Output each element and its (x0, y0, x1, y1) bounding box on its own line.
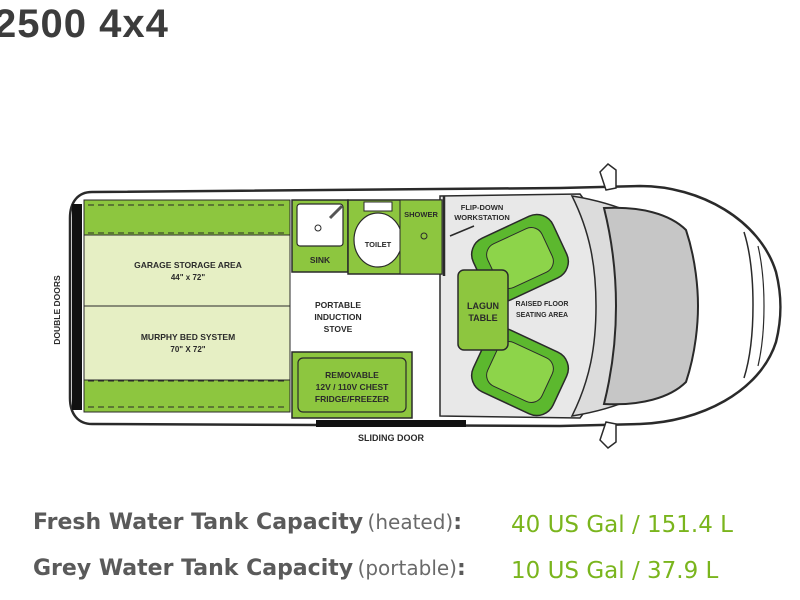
stove-label: PORTABLE INDUCTION STOVE (314, 300, 361, 334)
fridge-label-line: REMOVABLE (325, 370, 379, 380)
spec-colon: : (456, 556, 466, 581)
garage-green-top (83, 199, 291, 236)
table-label-line: LAGUN (467, 301, 499, 311)
mirror-bottom (599, 421, 617, 449)
spec-name: Fresh Water Tank Capacity (33, 510, 364, 535)
workstation-label-line: WORKSTATION (454, 213, 510, 222)
seating-label: RAISED FLOOR SEATING AREA (516, 301, 569, 319)
table-label: LAGUN TABLE (467, 301, 499, 323)
sliding-door (316, 420, 466, 427)
fridge-label-line: 12V / 110V CHEST (316, 382, 390, 392)
fridge-lid (297, 357, 407, 413)
murphy-label-size: 70" X 72" (170, 345, 205, 354)
fridge-label-line: FRIDGE/FREEZER (315, 394, 389, 404)
toilet-label: TOILET (365, 240, 392, 249)
fridge-label: REMOVABLE 12V / 110V CHEST FRIDGE/FREEZE… (315, 370, 389, 404)
murphy-label: MURPHY BED SYSTEM 70" X 72" (141, 332, 235, 354)
lagun-table (457, 269, 509, 351)
windshield (602, 206, 700, 406)
table-label-line: TABLE (468, 313, 497, 323)
mirror-top (599, 163, 617, 191)
seating-label-line: SEATING AREA (516, 312, 568, 319)
double-doors-label: DOUBLE DOORS (52, 275, 62, 345)
murphy-label-line: MURPHY BED SYSTEM (141, 332, 235, 342)
garage-label: GARAGE STORAGE AREA 44" x 72" (134, 260, 242, 282)
stove-label-line: PORTABLE (315, 300, 361, 310)
grey-water-spec: Grey Water Tank Capacity (portable): 10 … (33, 556, 718, 584)
workstation-panel (449, 225, 475, 237)
spec-qualifier: (portable) (357, 556, 457, 580)
van-floorplan: GARAGE STORAGE AREA 44" x 72" MURPHY BED… (52, 163, 782, 449)
hood-line-inner (757, 245, 765, 367)
seating-label-line: RAISED FLOOR (516, 301, 569, 308)
sink-drain (314, 224, 322, 232)
shower-label: SHOWER (404, 210, 438, 219)
spec-qualifier: (heated) (367, 510, 454, 534)
hood-line (743, 231, 754, 379)
shower-drain (420, 232, 428, 240)
spec-value: 10 US Gal / 37.9 L (511, 558, 719, 584)
sink-label: SINK (310, 255, 331, 265)
spec-colon: : (453, 510, 463, 535)
garage-label-size: 44" x 72" (171, 273, 205, 282)
workstation-label-line: FLIP-DOWN (461, 203, 504, 212)
fresh-water-spec: Fresh Water Tank Capacity (heated): 40 U… (33, 510, 733, 538)
page-title: 2500 4x4 (0, 2, 169, 46)
garage-label-line: GARAGE STORAGE AREA (134, 260, 242, 270)
sliding-door-label: SLIDING DOOR (358, 433, 425, 443)
spec-value: 40 US Gal / 151.4 L (511, 512, 733, 538)
stove-label-line: INDUCTION (314, 312, 361, 322)
spec-name: Grey Water Tank Capacity (33, 556, 354, 581)
murphy-green-bottom (83, 379, 291, 413)
toilet-tank (363, 201, 393, 212)
double-doors (72, 204, 82, 410)
stove-label-line: STOVE (324, 324, 353, 334)
workstation-label: FLIP-DOWN WORKSTATION (454, 203, 510, 222)
faucet-icon (328, 204, 344, 220)
